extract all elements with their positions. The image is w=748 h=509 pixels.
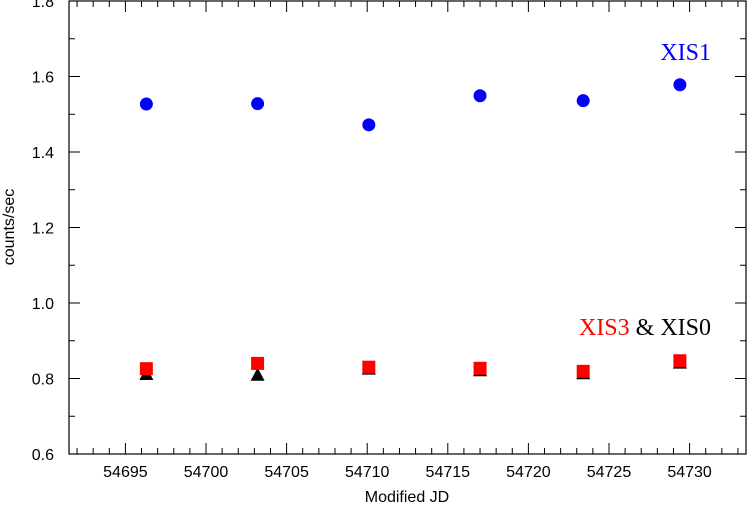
xis3-point bbox=[251, 356, 265, 370]
xis3-point bbox=[473, 361, 487, 375]
y-axis-title: counts/sec bbox=[1, 189, 18, 265]
x-tick-label: 54710 bbox=[345, 464, 390, 481]
xis1-point bbox=[576, 94, 590, 108]
xis1-point bbox=[251, 97, 265, 111]
y-tick-label: 0.6 bbox=[32, 447, 54, 464]
axis-ticks bbox=[69, 0, 746, 455]
x-tick-labels: 54695 54700 54705 54710 54715 54720 54725 54730 bbox=[103, 464, 712, 481]
ampersand: & bbox=[636, 315, 655, 341]
xis1-point bbox=[139, 97, 153, 111]
x-tick-label: 54725 bbox=[587, 464, 632, 481]
xis3-point bbox=[362, 360, 376, 374]
xis0-point bbox=[250, 367, 265, 381]
y-tick-label: 1.6 bbox=[32, 70, 54, 87]
plot-frame bbox=[68, 0, 747, 455]
x-axis-title: Modified JD bbox=[365, 489, 449, 506]
xis3-point bbox=[139, 362, 153, 376]
y-tick-label: 1.2 bbox=[32, 221, 54, 238]
y-tick-labels: 0.6 0.8 1.0 1.2 1.4 1.6 1.8 bbox=[32, 0, 54, 464]
xis0-label: XIS0 bbox=[660, 315, 711, 341]
y-tick-label: 1.0 bbox=[32, 296, 54, 313]
xis1-point bbox=[473, 89, 487, 103]
x-tick-label: 54715 bbox=[426, 464, 471, 481]
data-marks bbox=[139, 78, 687, 381]
y-tick-label: 1.8 bbox=[32, 0, 54, 11]
xis-legend-line: XIS3 & XIS0 bbox=[579, 315, 711, 341]
xis3-point bbox=[576, 364, 590, 378]
x-tick-label: 54720 bbox=[506, 464, 551, 481]
y-tick-label: 1.4 bbox=[32, 145, 54, 162]
x-tick-label: 54730 bbox=[667, 464, 712, 481]
x-tick-label: 54705 bbox=[264, 464, 309, 481]
x-tick-label: 54700 bbox=[184, 464, 229, 481]
xis1-point bbox=[673, 78, 687, 92]
xis1-point bbox=[362, 118, 376, 132]
xis3-label: XIS3 bbox=[579, 315, 630, 341]
xis3-point bbox=[673, 354, 687, 368]
xis1-label: XIS1 bbox=[660, 40, 711, 66]
y-tick-label: 0.8 bbox=[32, 372, 54, 389]
x-tick-label: 54695 bbox=[103, 464, 148, 481]
